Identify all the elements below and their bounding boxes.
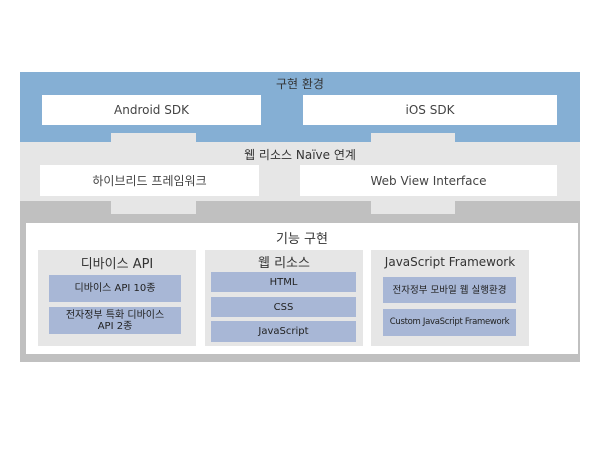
- item: 전자정부 모바일 웹 실행환경: [383, 277, 516, 303]
- panel-title: JavaScript Framework: [384, 255, 516, 269]
- android-sdk-box: Android SDK: [42, 95, 261, 125]
- panel-title: 디바이스 API: [80, 256, 154, 272]
- connector: [371, 133, 455, 143]
- mid-title: 웹 리소스 Naïve 연계: [244, 147, 356, 162]
- item: 디바이스 API 10종: [49, 275, 181, 302]
- hybrid-framework-box: 하이브리드 프레임워크: [40, 165, 259, 196]
- ios-sdk-box: iOS SDK: [303, 95, 557, 125]
- feature-title: 기능 구현: [276, 231, 328, 247]
- item: Custom JavaScript Framework: [383, 309, 516, 336]
- connector: [111, 200, 196, 214]
- connector: [111, 133, 196, 143]
- top-title: 구현 환경: [276, 76, 324, 91]
- web-view-interface-box: Web View Interface: [300, 165, 557, 196]
- connector: [371, 200, 455, 214]
- panel-title: 웹 리소스: [258, 255, 310, 271]
- item: HTML: [211, 272, 356, 292]
- item: 전자정부 특화 디바이스 API 2종: [49, 307, 181, 334]
- item: JavaScript: [211, 321, 356, 342]
- item: CSS: [211, 297, 356, 317]
